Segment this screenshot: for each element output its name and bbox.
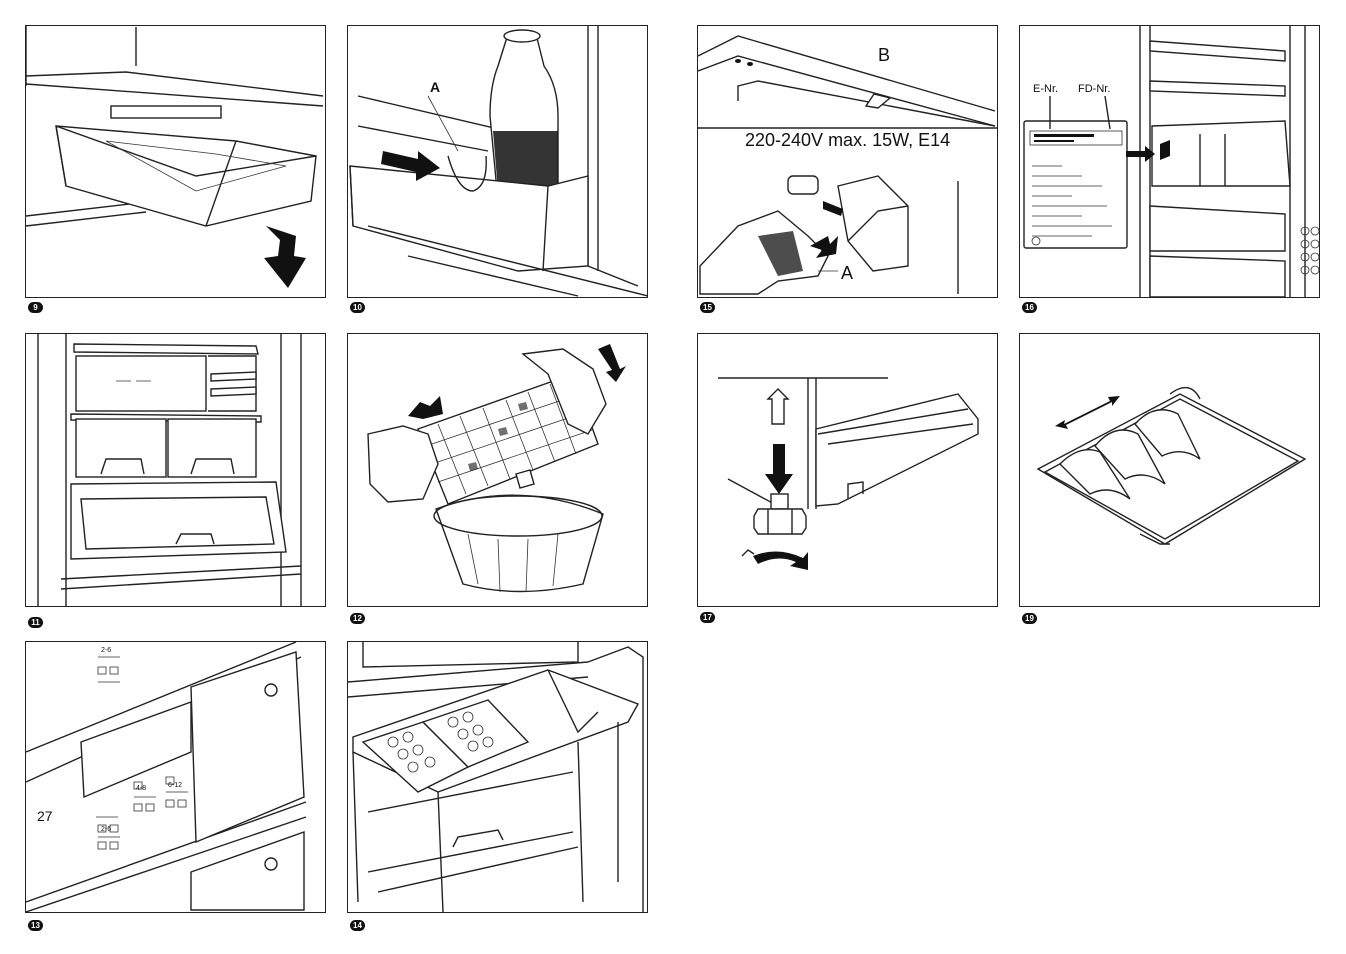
figure-14-number: 14 (350, 920, 365, 931)
figure-10: A (347, 25, 648, 298)
label-a: A (841, 263, 854, 283)
figure-14 (347, 641, 648, 913)
fridge-interior-illustration (37, 334, 302, 606)
e-nr-label: E-Nr. (1033, 83, 1059, 95)
fd-nr-label: FD-Nr. (1078, 83, 1111, 95)
page-number: 27 (37, 808, 53, 824)
ice-tray-illustration (367, 344, 626, 593)
figure-16-number: 16 (1022, 302, 1037, 313)
lamp-replacement-illustration (698, 35, 997, 295)
control-label-middle: 4-8 (136, 785, 147, 792)
control-label-right: 6-12 (168, 782, 183, 789)
figure-12 (347, 333, 648, 607)
figure-19-number: 19 (1022, 613, 1037, 624)
lamp-spec: 220-240V max. 15W, E14 (745, 130, 951, 150)
figure-11-number: 11 (28, 617, 43, 628)
egg-tray-illustration (348, 642, 644, 912)
figure-9 (25, 25, 326, 298)
figure-9-number: 9 (28, 302, 43, 313)
figure-13-number: 13 (28, 920, 43, 931)
control-label-top: 2-6 (101, 647, 112, 654)
figure-15-number: 15 (700, 302, 715, 313)
label-a: A (430, 79, 441, 95)
figure-13: 2-6 4-8 6-12 2-6 27 (25, 641, 326, 913)
figure-11 (25, 333, 326, 607)
figure-10-number: 10 (350, 302, 365, 313)
figure-12-number: 12 (350, 613, 365, 624)
figure-15: B 220-240V max. 15W, E14 A (697, 25, 998, 298)
crisper-controls-illustration (26, 642, 307, 912)
door-shelf-bottle-illustration (349, 26, 647, 297)
figure-16: E-Nr. FD-Nr. (1019, 25, 1320, 298)
bottle-rack-illustration (1036, 386, 1307, 545)
rating-plate-illustration (1023, 26, 1319, 297)
drawer-pull-illustration (26, 26, 324, 288)
control-label-lower: 2-6 (101, 826, 112, 833)
leveling-foot-illustration (718, 377, 979, 570)
figure-17 (697, 333, 998, 607)
figure-17-number: 17 (700, 612, 715, 623)
label-b: B (878, 45, 891, 65)
figure-19 (1019, 333, 1320, 607)
